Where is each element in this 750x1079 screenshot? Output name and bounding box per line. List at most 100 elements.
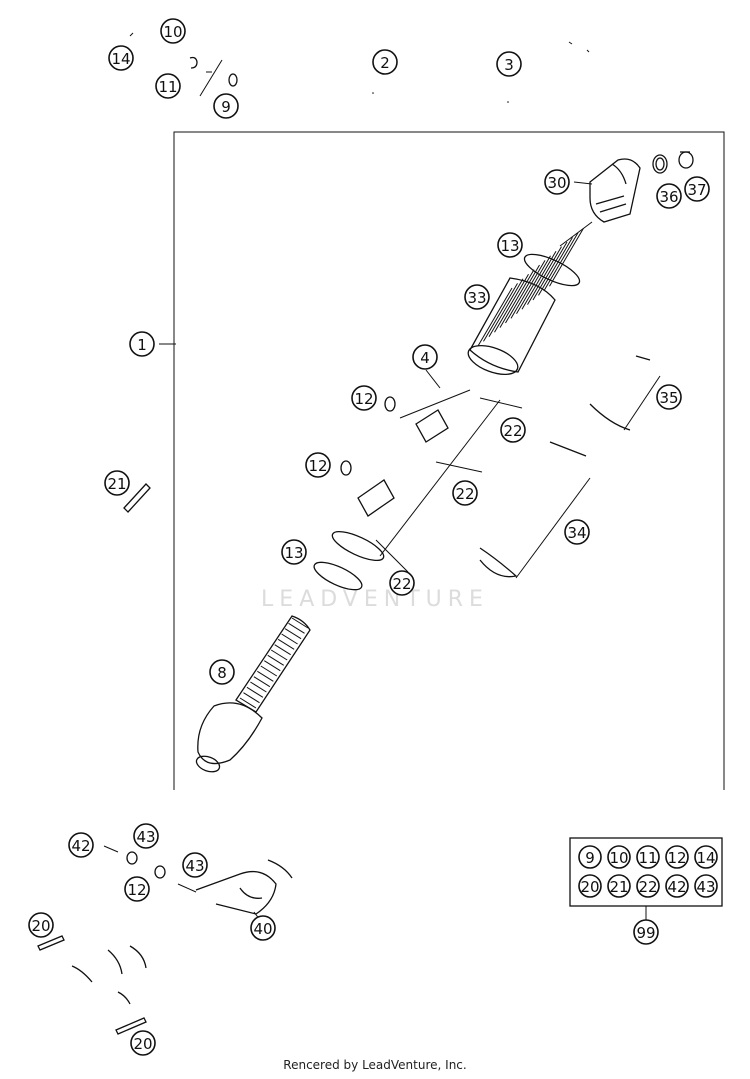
callout-4: 4 [412, 344, 438, 370]
outer-shell-34 [379, 389, 591, 579]
callout-21: 21 [104, 470, 130, 496]
callout-40: 40 [250, 915, 276, 941]
callout-label: 37 [687, 181, 706, 199]
callout-2: 2 [372, 49, 398, 75]
callout-label: 12 [127, 881, 146, 899]
callout-label: 99 [636, 924, 655, 942]
callout-label: 43 [136, 828, 155, 846]
callout-1: 1 [129, 331, 155, 357]
callout-label: 21 [107, 475, 126, 493]
callout-label: 12 [354, 390, 373, 408]
callout-label: 3 [504, 56, 514, 74]
kit-item-label: 21 [609, 878, 628, 896]
callout-43: 43 [182, 852, 208, 878]
kit-item-label: 42 [667, 878, 686, 896]
callout-22: 22 [389, 570, 415, 596]
callout-label: 20 [133, 1035, 152, 1053]
silencer-insert-33 [467, 227, 584, 376]
kit-item-20: 20 [578, 874, 602, 898]
nuts-12 [340, 396, 396, 476]
callout-label: 42 [71, 837, 90, 855]
callout-3: 3 [496, 51, 522, 77]
callout-label: 12 [308, 457, 327, 475]
callout-label: 22 [455, 485, 474, 503]
kit-item-21: 21 [607, 874, 631, 898]
callout-13: 13 [497, 232, 523, 258]
callout-label: 11 [158, 78, 177, 96]
end-cap [559, 158, 641, 247]
kit-item-11: 11 [636, 845, 660, 869]
callout-34: 34 [564, 519, 590, 545]
callout-8: 8 [209, 659, 235, 685]
perforated-tube-8 [195, 615, 311, 773]
callout-36: 36 [656, 183, 682, 209]
kit-item-43: 43 [694, 874, 718, 898]
callout-13: 13 [281, 539, 307, 565]
callout-12: 12 [351, 385, 377, 411]
callout-label: 2 [380, 54, 390, 72]
callout-label: 9 [221, 98, 231, 116]
assembly-frame [173, 131, 725, 790]
callout-43: 43 [133, 823, 159, 849]
callout-label: 33 [467, 289, 486, 307]
kit-item-9: 9 [578, 845, 602, 869]
kit-item-22: 22 [636, 874, 660, 898]
kit-item-42: 42 [665, 874, 689, 898]
callout-42: 42 [68, 832, 94, 858]
kit-item-10: 10 [607, 845, 631, 869]
callout-label: 10 [163, 23, 182, 41]
callout-label: 4 [420, 349, 430, 367]
callout-12: 12 [305, 452, 331, 478]
callout-label: 1 [137, 336, 147, 354]
kit-item-label: 10 [609, 849, 628, 867]
callout-label: 36 [659, 188, 678, 206]
hardware-top-left [129, 32, 238, 97]
rings-36-37 [652, 151, 694, 174]
callout-label: 20 [31, 917, 50, 935]
kit-item-14: 14 [694, 845, 718, 869]
callout-22: 22 [500, 417, 526, 443]
callout-30: 30 [544, 169, 570, 195]
callout-10: 10 [160, 18, 186, 44]
kit-item-label: 22 [638, 878, 657, 896]
callout-11: 11 [155, 73, 181, 99]
callout-14: 14 [108, 45, 134, 71]
watermark: LEADVENTURE [261, 587, 489, 612]
clamps-20 [37, 935, 147, 1035]
callout-99: 99 [633, 919, 659, 945]
parts-2-3-marks [372, 41, 590, 103]
callout-35: 35 [656, 384, 682, 410]
kit-item-label: 14 [696, 849, 715, 867]
gasket-13-mid [331, 530, 385, 562]
callout-label: 34 [567, 524, 586, 542]
outer-shell-35 [589, 355, 661, 431]
callout-label: 43 [185, 857, 204, 875]
callout-label: 13 [500, 237, 519, 255]
kit-item-label: 11 [638, 849, 657, 867]
callout-label: 14 [111, 50, 130, 68]
kit-item-label: 43 [696, 878, 715, 896]
render-credit: Rencered by LeadVenture, Inc. [283, 1058, 467, 1072]
callout-label: 13 [284, 544, 303, 562]
callout-20: 20 [130, 1030, 156, 1056]
kit-item-12: 12 [665, 845, 689, 869]
kit-item-label: 9 [585, 849, 595, 867]
gasket-13-lower [313, 561, 363, 591]
callout-33: 33 [464, 284, 490, 310]
callout-label: 40 [253, 920, 272, 938]
kit-item-label: 20 [580, 878, 599, 896]
bolt-21 [123, 483, 151, 513]
callout-label: 22 [503, 422, 522, 440]
callout-label: 30 [547, 174, 566, 192]
callout-37: 37 [684, 176, 710, 202]
brackets-4 [357, 369, 523, 573]
callout-20: 20 [28, 912, 54, 938]
callout-22: 22 [452, 480, 478, 506]
kit-item-label: 12 [667, 849, 686, 867]
callout-label: 22 [392, 575, 411, 593]
callout-label: 35 [659, 389, 678, 407]
callout-9: 9 [213, 93, 239, 119]
kit-box: 9 10 11 12 14 20 21 22 42 43 [569, 837, 723, 920]
callout-label: 8 [217, 664, 227, 682]
